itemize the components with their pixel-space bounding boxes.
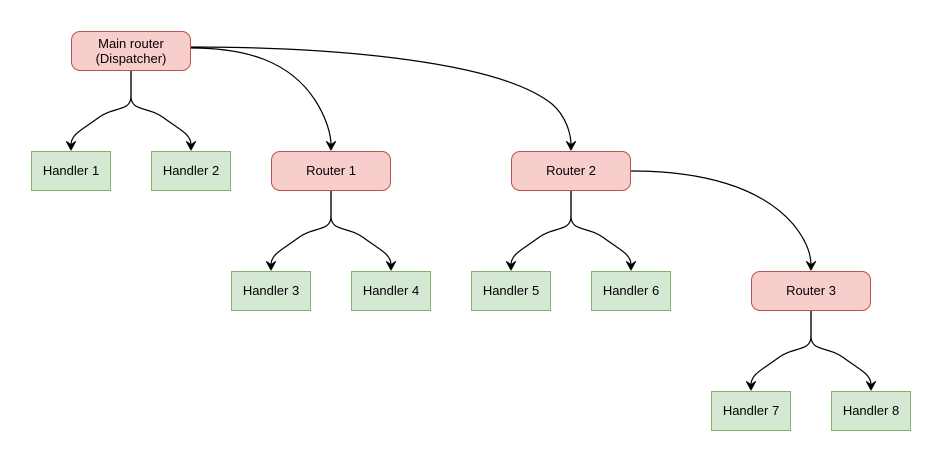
node-main-router[interactable]: Main router (Dispatcher) <box>71 31 191 71</box>
arrow-handler-3-icon <box>265 261 277 271</box>
node-router-1-label: Router 1 <box>306 163 356 179</box>
node-handler-1[interactable]: Handler 1 <box>31 151 111 191</box>
node-router-3[interactable]: Router 3 <box>751 271 871 311</box>
arrow-handler-2-icon <box>185 141 197 151</box>
arrow-handler-7-icon <box>745 381 757 391</box>
node-handler-4-label: Handler 4 <box>362 283 420 299</box>
edge-router-2-to-router-3 <box>630 170 812 266</box>
arrow-handler-8-icon <box>865 381 877 391</box>
edge-router-3-to-handler-7 <box>750 310 812 386</box>
edge-main-to-handler-1 <box>70 70 132 146</box>
arrow-router-2-icon <box>565 141 577 151</box>
node-handler-8-label: Handler 8 <box>842 403 900 419</box>
node-router-2[interactable]: Router 2 <box>511 151 631 191</box>
arrow-handler-1-icon <box>65 141 77 151</box>
edge-paths <box>70 46 872 386</box>
node-handler-8[interactable]: Handler 8 <box>831 391 911 431</box>
node-router-3-label: Router 3 <box>786 283 836 299</box>
node-main-router-label: Main router (Dispatcher) <box>95 35 167 66</box>
node-handler-6-label: Handler 6 <box>602 283 660 299</box>
edge-router-3-to-handler-8 <box>810 310 872 386</box>
node-handler-4[interactable]: Handler 4 <box>351 271 431 311</box>
arrow-handler-4-icon <box>385 261 397 271</box>
node-handler-3-label: Handler 3 <box>242 283 300 299</box>
arrow-router-1-icon <box>325 141 337 151</box>
arrow-handler-5-icon <box>505 261 517 271</box>
edge-router-2-to-handler-5 <box>510 190 572 266</box>
node-handler-7-label: Handler 7 <box>722 403 780 419</box>
node-handler-5-label: Handler 5 <box>482 283 540 299</box>
node-handler-7[interactable]: Handler 7 <box>711 391 791 431</box>
edge-main-to-handler-2 <box>130 70 192 146</box>
node-handler-2[interactable]: Handler 2 <box>151 151 231 191</box>
arrow-router-3-icon <box>805 261 817 271</box>
edge-main-to-router-2 <box>190 46 572 146</box>
node-router-2-label: Router 2 <box>546 163 596 179</box>
node-handler-3[interactable]: Handler 3 <box>231 271 311 311</box>
edge-router-1-to-handler-3 <box>270 190 332 266</box>
node-handler-6[interactable]: Handler 6 <box>591 271 671 311</box>
node-handler-5[interactable]: Handler 5 <box>471 271 551 311</box>
edge-router-2-to-handler-6 <box>570 190 632 266</box>
edge-main-to-router-1 <box>190 47 332 146</box>
node-router-1[interactable]: Router 1 <box>271 151 391 191</box>
edge-router-1-to-handler-4 <box>330 190 392 266</box>
arrow-handler-6-icon <box>625 261 637 271</box>
node-handler-1-label: Handler 1 <box>42 163 100 179</box>
node-handler-2-label: Handler 2 <box>162 163 220 179</box>
